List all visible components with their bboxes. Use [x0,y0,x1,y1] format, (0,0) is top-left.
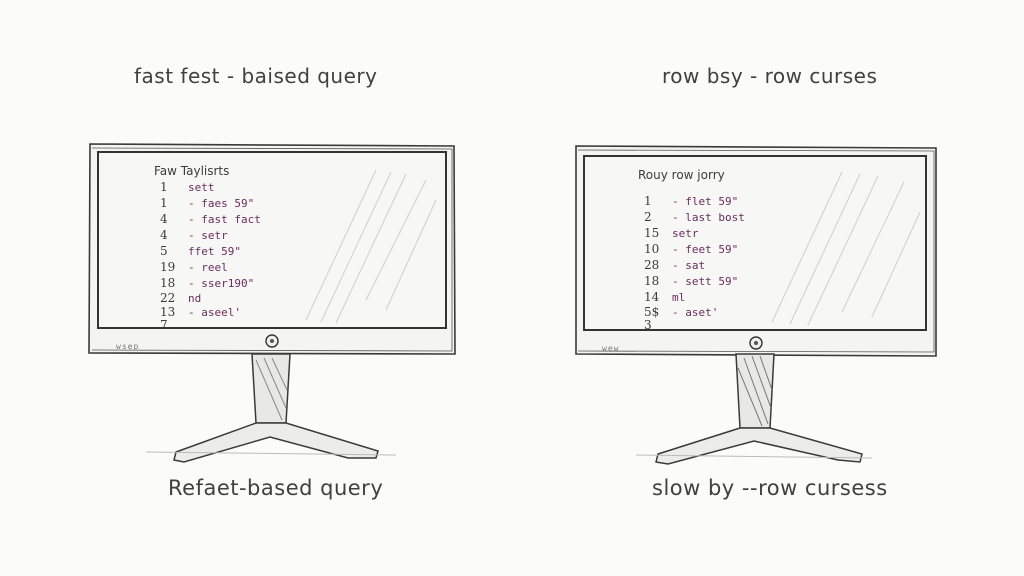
code-row: 14 ml [644,290,685,305]
line-number: 19 [160,260,176,274]
code-text: ml [672,291,686,304]
line-number: 4 [160,212,168,226]
right-bezel-label: wew [602,344,620,353]
code-text: - feet 59" [672,243,739,256]
bottom-right-caption: slow by --row cursess [652,476,888,500]
line-number: 22 [160,291,176,305]
line-number: 3 [644,318,652,332]
code-text: - sett 59" [672,275,739,288]
top-left-caption: fast fest - baised query [134,64,378,88]
code-row: 19 - reel [160,260,228,275]
code-row: 4 - setr [160,228,228,243]
code-row: 13 - aseel' [160,305,241,320]
code-row: 2 - last bost [644,210,745,225]
left-bezel-label: wsep [116,342,140,351]
line-number: 14 [644,290,660,304]
code-row: 3 [644,318,672,333]
left-monitor: Faw Taylisrts 1 sett 1 - faes 59" 4 - fast … [86,140,458,465]
line-number: 1 [160,180,168,194]
right-screen-title: Rouy row jorry [638,168,725,182]
bottom-left-caption: Refaet-based query [168,476,384,500]
code-row: 18 - sett 59" [644,274,738,289]
code-text: sett [188,181,215,194]
code-text: - sat [672,259,706,272]
code-row: 28 - sat [644,258,705,273]
code-row: 5 ffet 59" [160,244,241,259]
code-row: 1 - flet 59" [644,194,738,209]
code-text: - aseel' [188,306,241,319]
code-row: 10 - feet 59" [644,242,738,257]
code-row: 1 - faes 59" [160,196,254,211]
code-row: 5$ - aset' [644,305,718,320]
code-text: nd [188,292,202,305]
line-number: 7 [160,318,168,332]
code-row: 4 - fast fact [160,212,261,227]
left-screen-title: Faw Taylisrts [154,164,230,178]
code-text: - sser190" [188,277,255,290]
line-number: 1 [644,194,652,208]
line-number: 28 [644,258,660,272]
top-right-caption: row bsy - row curses [662,64,878,88]
line-number: 18 [160,276,176,290]
line-number: 13 [160,305,176,319]
line-number: 10 [644,242,660,256]
left-monitor-drawing [88,143,456,463]
line-number: 4 [160,228,168,242]
line-number: 15 [644,226,660,240]
right-monitor-drawing [575,145,937,465]
line-number: 2 [644,210,652,224]
code-row: 7 [160,318,188,333]
code-text: - reel [188,261,228,274]
code-text: setr [672,227,699,240]
line-number: 1 [160,196,168,210]
code-text: ffet 59" [188,245,241,258]
code-row: 1 sett [160,180,215,195]
code-text: - aset' [672,306,719,319]
code-text: - setr [188,229,228,242]
code-text: - fast fact [188,213,261,226]
line-number: 18 [644,274,660,288]
code-text: - last bost [672,211,745,224]
right-monitor: Rouy row jorry 1- flet 59" 2- last bost … [572,142,940,467]
code-row: 18 - sser190" [160,276,254,291]
code-text: - flet 59" [672,195,739,208]
code-row: 22 nd [160,291,201,306]
line-number: 5$ [644,305,660,319]
line-number: 5 [160,244,168,258]
code-text: - faes 59" [188,197,255,210]
code-row: 15 setr [644,226,699,241]
